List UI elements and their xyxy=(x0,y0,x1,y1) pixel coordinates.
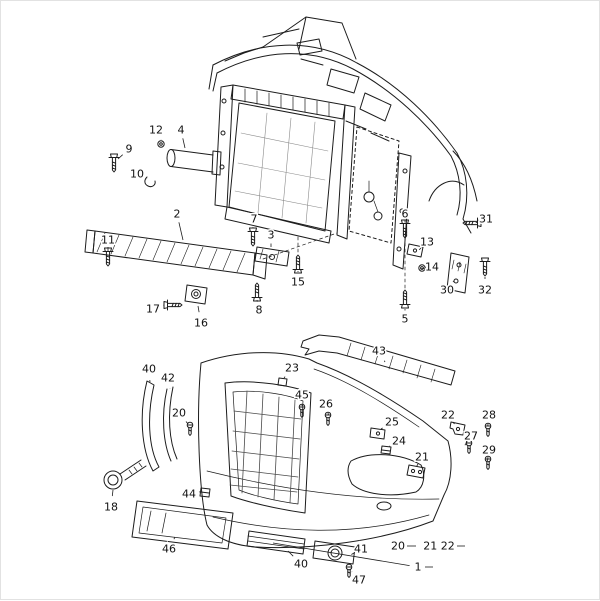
license-plate-bracket xyxy=(132,501,233,549)
callout-leader-29 xyxy=(487,457,488,461)
callout-28: 28 xyxy=(482,409,496,422)
callout-45: 45 xyxy=(295,389,309,402)
callout-6: 6 xyxy=(402,208,409,221)
callout-1: 1 xyxy=(415,561,422,574)
callout-46: 46 xyxy=(162,543,176,556)
callout-43: 43 xyxy=(372,345,386,358)
bolt-7 xyxy=(248,228,258,246)
callout-21: 21 xyxy=(415,451,429,464)
washer-12 xyxy=(158,141,164,147)
callout-31: 31 xyxy=(479,213,493,226)
bolt-32 xyxy=(480,258,490,276)
callout-5: 5 xyxy=(402,313,409,326)
callout-29: 29 xyxy=(482,444,496,457)
single-frame-grille xyxy=(225,382,311,513)
side-strip-40 xyxy=(142,381,159,471)
tow-mount-16 xyxy=(185,285,207,304)
callout-leader-23 xyxy=(284,377,285,378)
bracket-25 xyxy=(370,428,385,439)
callout-leader-2 xyxy=(179,222,183,240)
side-strip-42 xyxy=(164,387,177,461)
callout-10: 10 xyxy=(130,168,144,181)
bracket-22 xyxy=(450,422,465,435)
callout-leader-30 xyxy=(453,281,454,282)
callout-leader-9 xyxy=(118,155,123,159)
screw-20 xyxy=(187,422,193,435)
callout-17: 17 xyxy=(146,303,160,316)
callout-41: 41 xyxy=(354,543,368,556)
callout-26: 26 xyxy=(319,398,333,411)
callout-27: 27 xyxy=(464,430,478,443)
screw-47 xyxy=(346,564,352,577)
callout-8: 8 xyxy=(256,304,263,317)
lock-carrier-radiator xyxy=(215,85,411,291)
callout-12: 12 xyxy=(149,124,163,137)
callout-30: 30 xyxy=(440,284,454,297)
callout-leader-25 xyxy=(381,428,383,429)
bracket-3 xyxy=(255,247,289,266)
callout-24: 24 xyxy=(392,435,406,448)
callout-32: 32 xyxy=(478,284,492,297)
callout-leader-43 xyxy=(384,361,385,362)
crash-box xyxy=(167,150,221,176)
callout-20: 20 xyxy=(172,407,186,420)
cowl-strip-43 xyxy=(301,335,455,385)
callout-42: 42 xyxy=(161,372,175,385)
callout-44: 44 xyxy=(182,488,196,501)
callout-4: 4 xyxy=(178,124,185,137)
callout-22: 22 xyxy=(441,409,455,422)
callout-leader-4 xyxy=(183,138,185,148)
lower-grille-left xyxy=(247,531,305,554)
callout-14: 14 xyxy=(425,261,439,274)
callout-25: 25 xyxy=(385,416,399,429)
callout-9: 9 xyxy=(126,143,133,156)
callout-leader-18 xyxy=(112,490,113,496)
callout-40: 40 xyxy=(142,363,156,376)
callout-21-22: 21 22 xyxy=(423,540,455,553)
callout-2: 2 xyxy=(174,208,181,221)
callout-leader-16 xyxy=(198,306,199,312)
callout-47: 47 xyxy=(352,574,366,587)
callout-11: 11 xyxy=(101,234,115,247)
callout-15: 15 xyxy=(291,276,305,289)
callout-20: 20 xyxy=(391,540,405,553)
callout-3: 3 xyxy=(268,229,275,242)
clip-23 xyxy=(278,378,287,386)
clip-24 xyxy=(381,446,391,454)
callout-40: 40 xyxy=(294,558,308,571)
callout-7: 7 xyxy=(251,213,258,226)
bolt-9 xyxy=(109,154,119,172)
bolt-17 xyxy=(164,300,182,310)
callout-23: 23 xyxy=(285,362,299,375)
bolt-8 xyxy=(252,283,262,301)
callout-18: 18 xyxy=(104,501,118,514)
callout-13: 13 xyxy=(420,236,434,249)
bolt-5 xyxy=(400,290,410,308)
callout-16: 16 xyxy=(194,317,208,330)
bolt-15 xyxy=(293,255,303,273)
tow-hook xyxy=(104,460,146,489)
clip-10 xyxy=(145,177,155,187)
car-body-outline xyxy=(209,17,477,233)
